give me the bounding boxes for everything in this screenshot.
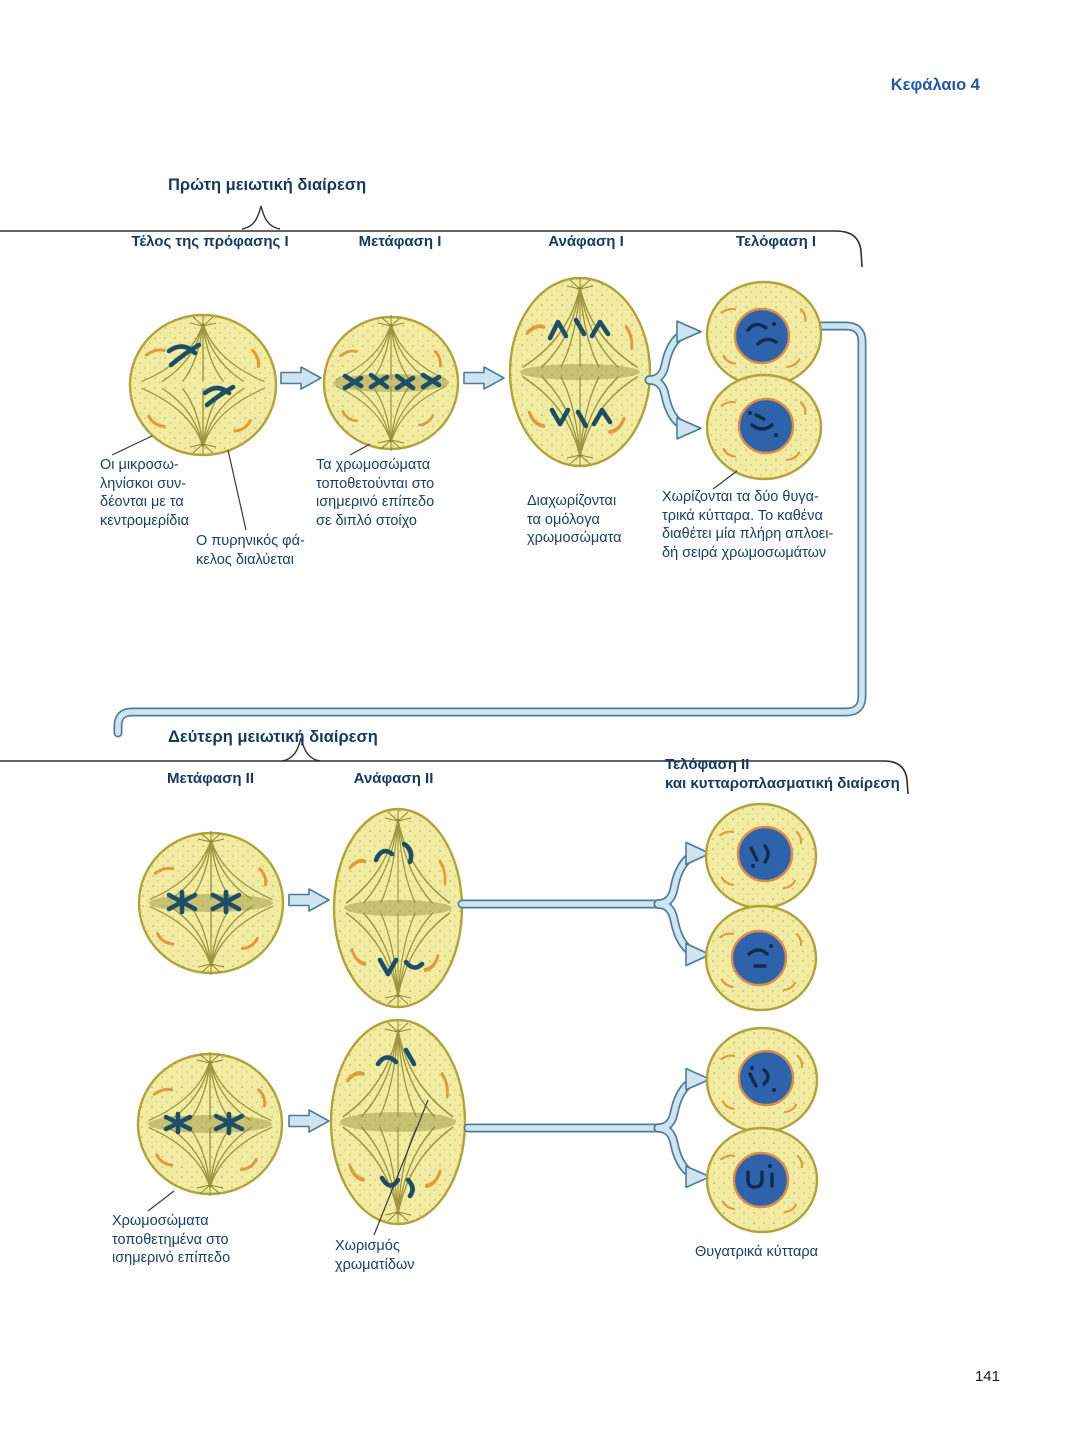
anaphase2-cell-top [332, 807, 464, 1009]
telophase1-cell-top [705, 280, 823, 388]
arrow-metaphase1-to-anaphase1 [463, 366, 505, 390]
anaphase2-cell-bottom [329, 1018, 467, 1226]
division1-brace [241, 205, 281, 230]
division2-brace [281, 737, 321, 762]
annotation-homologs-separate: Διαχωρίζονται τα ομόλογα χρωμοσώματα [527, 493, 622, 547]
telophase1-daughter-cells [705, 280, 823, 481]
annotation-chromatid-separation: Χωρισμός χρωματίδων [335, 1238, 415, 1273]
stage-label-metaphase2: Μετάφαση ΙΙ [167, 770, 254, 787]
stage-label-telophase2: Τελόφαση ΙΙ και κυτταροπλασματική διαίρε… [665, 756, 900, 792]
telophase2-daughter-cells-top [704, 802, 818, 1012]
annotation-chromosomes-equatorial: Χρωμοσώματα τοποθετημένα στο ισημερινό ε… [112, 1213, 231, 1267]
split-arrow-telophase1 [649, 321, 701, 439]
arrow-prophase-to-metaphase1 [280, 366, 322, 390]
split-arrow-telophase2-bottom [658, 1069, 710, 1188]
arrow-metaphase2-to-anaphase2-bottom [288, 1109, 330, 1133]
annotation-nuclear-envelope: Ο πυρηνικός φά- κελος διαλύεται [196, 533, 305, 568]
division2-title: Δεύτερη μειωτική διαίρεση [168, 728, 378, 746]
telophase2-cell-b [704, 904, 818, 1012]
stage-label-prophase1-end: Τέλος της πρόφασης Ι [131, 233, 289, 250]
metaphase1-cell [322, 314, 460, 452]
division1-title: Πρώτη μειωτική διαίρεση [168, 176, 367, 194]
division2-rule [0, 760, 909, 795]
annotation-daughter-cells-separate: Χωρίζονται τα δύο θυγα- τρικά κύτταρα. Τ… [662, 489, 834, 561]
page-number: 141 [974, 1368, 1000, 1385]
division1-rule [0, 230, 863, 268]
division-loop-connector [113, 321, 867, 738]
stage-label-anaphase1: Ανάφαση Ι [548, 233, 624, 250]
separating-homologs [547, 317, 613, 429]
annotation-daughter-cells: Θυγατρικά κύτταρα [695, 1244, 818, 1260]
annotation-microtubules: Οι μικροσω- ληνίσκοι συν- δέονται με τα … [100, 457, 189, 529]
metaphase2-cell-bottom [136, 1051, 284, 1197]
split-arrow-telophase2-top [658, 842, 710, 965]
telophase2-daughter-cells-bottom [705, 1026, 819, 1234]
telophase2-cell-a [704, 802, 818, 910]
equatorial-chromosomes [166, 889, 242, 915]
arrow-metaphase2-to-anaphase2-top [288, 888, 330, 912]
annotation-leader-lines [111, 435, 738, 1236]
separating-chromatids [373, 841, 425, 977]
stage-label-telophase1: Τελόφαση Ι [735, 233, 817, 250]
separating-chromatids [375, 1047, 417, 1199]
prophase1-end-cell [128, 313, 278, 457]
bivalent-chromosomes [166, 342, 236, 408]
equatorial-bivalents [342, 372, 442, 391]
metaphase2-cell-top [137, 830, 285, 976]
equatorial-chromosomes [163, 1111, 245, 1136]
telophase2-cell-d [705, 1126, 819, 1234]
chapter-label: Κεφάλαιο 4 [890, 76, 980, 94]
telophase2-cell-c [705, 1026, 819, 1134]
anaphase1-cell [508, 276, 652, 468]
telophase1-cell-bottom [705, 373, 823, 481]
annotation-chromosomes-double-row: Τα χρωμοσώματα τοποθετούνται στο ισημερι… [316, 457, 435, 529]
stage-label-metaphase1: Μετάφαση Ι [358, 233, 442, 250]
stage-label-anaphase2: Ανάφαση ΙΙ [353, 770, 434, 787]
